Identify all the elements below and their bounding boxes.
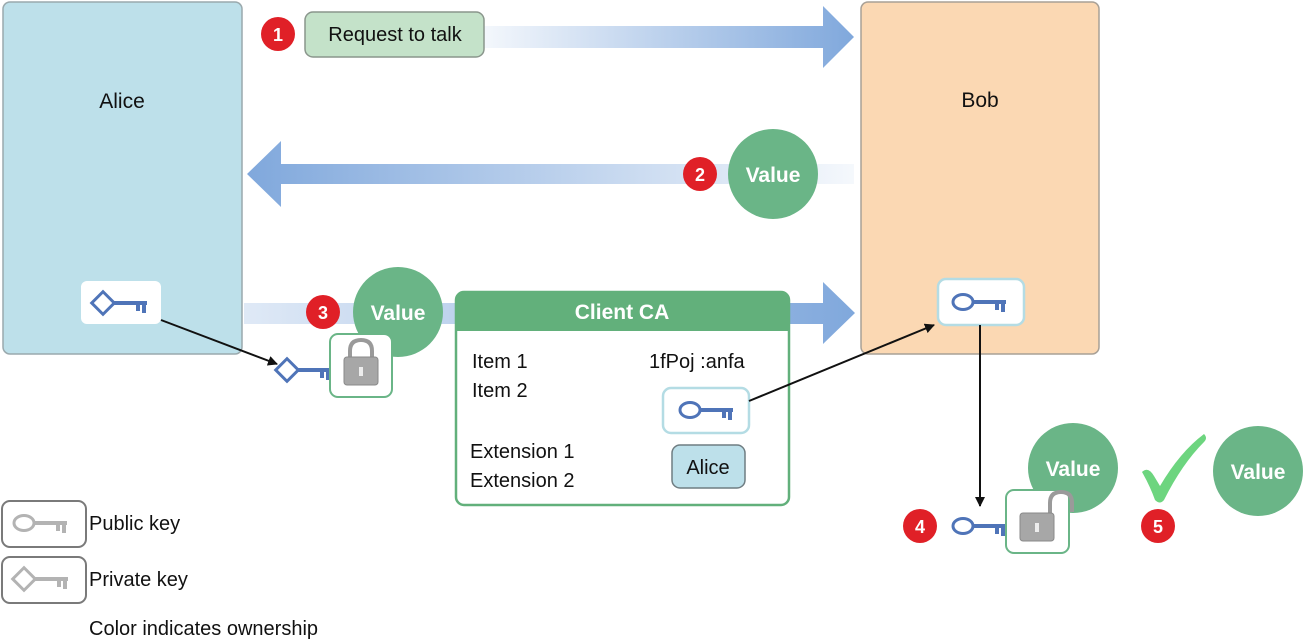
legend-note: Color indicates ownership	[89, 618, 318, 640]
certificate-serial: 1fPoj :anfa	[649, 351, 746, 373]
value-return-arrow	[247, 141, 854, 207]
certificate-subject-tag	[671, 444, 746, 489]
request-arrow	[480, 6, 854, 68]
value-label-5: Value	[1231, 461, 1286, 484]
verify-public-key-icon	[951, 517, 1008, 538]
value-circle-2	[728, 129, 818, 219]
certificate-item-2: Item 2	[472, 380, 528, 402]
certificate-extension-1: Extension 1	[470, 441, 575, 463]
step-2-number: 2	[695, 165, 705, 185]
bob-label: Bob	[961, 89, 998, 112]
alice-box	[2, 1, 243, 355]
sign-arrow	[160, 319, 278, 366]
step-4-badge	[903, 509, 937, 543]
value-label-2: Value	[746, 164, 801, 187]
step-1-badge	[261, 17, 295, 51]
legend-public-key-label: Public key	[89, 513, 180, 535]
step-5-badge	[1141, 509, 1175, 543]
lock-open-icon	[1019, 489, 1074, 542]
certificate-item-1: Item 1	[472, 351, 528, 373]
signing-private-key-icon	[274, 357, 333, 383]
step-3-number: 3	[318, 303, 328, 323]
certificate-subject: Alice	[686, 457, 729, 479]
value-label-3: Value	[371, 302, 426, 325]
certificate-title: Client CA	[575, 301, 670, 324]
step-1-number: 1	[273, 25, 283, 45]
step-2-badge	[683, 157, 717, 191]
step-3-badge	[306, 295, 340, 329]
legend-private-key-label: Private key	[89, 569, 188, 591]
alice-label: Alice	[99, 90, 145, 113]
value-label-4: Value	[1046, 458, 1101, 481]
step-4-number: 4	[915, 517, 925, 537]
lock-closed-icon	[343, 337, 379, 386]
certificate-extension-2: Extension 2	[470, 470, 575, 492]
request-to-talk-label: Request to talk	[328, 24, 462, 46]
value-circle-5	[1213, 426, 1303, 516]
cert-to-bob-arrow	[748, 323, 935, 402]
checkmark-icon	[1142, 434, 1206, 503]
step-5-number: 5	[1153, 517, 1163, 537]
certificate-header	[456, 292, 789, 331]
request-to-talk-bubble	[304, 11, 485, 58]
